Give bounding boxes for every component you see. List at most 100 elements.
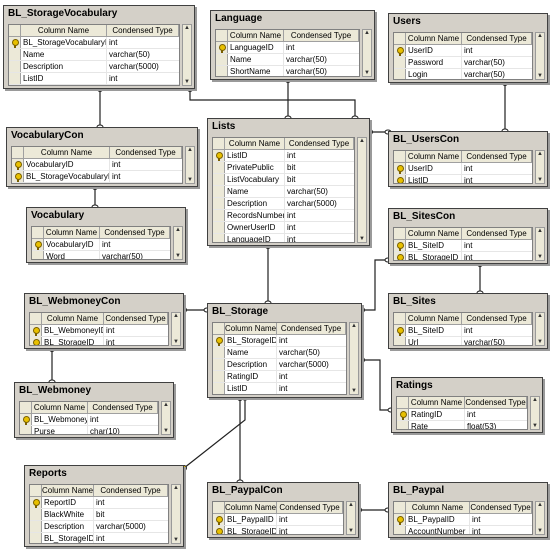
condensed-type-header[interactable]: Condensed Type <box>104 313 168 324</box>
condensed-type-header[interactable]: Condensed Type <box>107 25 179 36</box>
column-name-header[interactable]: Column Name <box>406 228 462 239</box>
table-title[interactable]: BL_Webmoney <box>19 385 92 396</box>
condensed-type-header[interactable]: Condensed Type <box>284 30 359 41</box>
condensed-type-header[interactable]: Condensed Type <box>285 138 354 149</box>
condensed-type-header[interactable]: Condensed Type <box>110 147 182 158</box>
table-title[interactable]: Language <box>215 13 263 24</box>
condensed-type-header[interactable]: Condensed Type <box>462 313 532 324</box>
vertical-scrollbar[interactable] <box>535 32 545 80</box>
relationship-line[interactable] <box>183 398 246 469</box>
vertical-scrollbar[interactable] <box>535 150 545 184</box>
vertical-scrollbar[interactable] <box>362 29 372 77</box>
table-title[interactable]: Vocabulary <box>31 210 85 221</box>
table-title[interactable]: BL_Sites <box>393 296 436 307</box>
relationship-line[interactable] <box>362 259 388 311</box>
condensed-type-header[interactable]: Condensed Type <box>462 151 532 162</box>
vertical-scrollbar[interactable] <box>535 501 545 535</box>
table-title[interactable]: Reports <box>29 468 67 479</box>
table-title[interactable]: BL_StorageVocabulary <box>8 8 118 19</box>
vertical-scrollbar[interactable] <box>182 24 192 86</box>
table-title[interactable]: BL_UsersCon <box>393 134 460 145</box>
vertical-scrollbar[interactable] <box>535 312 545 346</box>
vertical-scrollbar[interactable] <box>357 137 367 243</box>
condensed-type-header[interactable]: Condensed Type <box>470 502 532 513</box>
condensed-type-header[interactable]: Condensed Type <box>462 228 532 239</box>
relationship-line[interactable] <box>362 359 391 411</box>
column-name-header[interactable]: Column Name <box>24 147 110 158</box>
condensed-type-header[interactable]: Condensed Type <box>100 227 170 238</box>
condensed-type-header[interactable]: Condensed Type <box>94 485 168 496</box>
relationship-line[interactable] <box>189 89 356 118</box>
column-name-header[interactable]: Column Name <box>406 151 462 162</box>
column-name-header[interactable]: Column Name <box>406 33 462 44</box>
vertical-scrollbar[interactable] <box>173 226 183 260</box>
column-name-header[interactable]: Column Name <box>228 30 284 41</box>
column-name-header[interactable]: Column Name <box>225 502 277 513</box>
column-name-header[interactable]: Column Name <box>406 502 470 513</box>
table-title[interactable]: BL_Storage <box>212 306 269 317</box>
column-name-header[interactable]: Column Name <box>225 138 285 149</box>
table-title[interactable]: Ratings <box>396 380 433 391</box>
column-name-header[interactable]: Column Name <box>406 313 462 324</box>
vertical-scrollbar[interactable] <box>349 322 359 395</box>
column-name-header[interactable]: Column Name <box>21 25 107 36</box>
column-name-header[interactable]: Column Name <box>32 402 88 413</box>
column-name-header[interactable]: Column Name <box>225 323 277 334</box>
table-title[interactable]: BL_SitesCon <box>393 211 456 222</box>
condensed-type-header[interactable]: Condensed Type <box>465 397 527 408</box>
condensed-type-header[interactable]: Condensed Type <box>462 33 532 44</box>
table-title[interactable]: Users <box>393 16 421 27</box>
vertical-scrollbar[interactable] <box>185 146 195 184</box>
